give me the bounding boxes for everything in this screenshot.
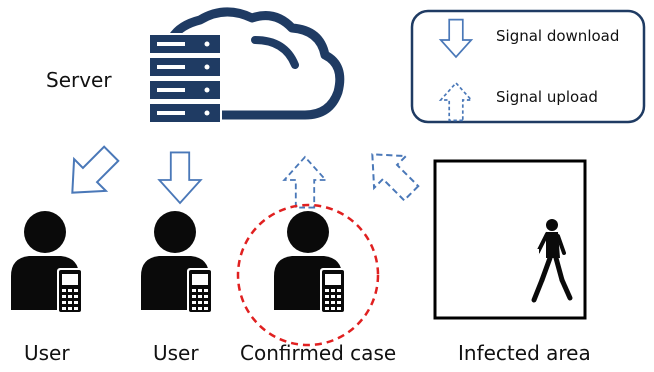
user-with-phone-icon-2 xyxy=(141,211,213,314)
server-label: Server xyxy=(46,68,112,92)
upload-arrow-confirmed-case xyxy=(283,156,327,209)
infected-area-box xyxy=(433,159,587,320)
download-arrow-user-2 xyxy=(158,151,202,204)
legend-upload-label: Signal upload xyxy=(496,88,598,106)
walking-person-icon xyxy=(531,219,573,303)
download-arrow-user-1 xyxy=(55,136,129,210)
user-with-phone-icon-1 xyxy=(11,211,83,314)
legend-box xyxy=(410,9,646,124)
server-rack-icon xyxy=(148,33,222,127)
confirmed-case-highlight xyxy=(236,203,380,347)
node-label-user-1: User xyxy=(24,341,70,365)
confirmed-case-person-icon xyxy=(274,211,346,314)
cloud-server-icon xyxy=(148,7,345,127)
node-label-infected-area: Infected area xyxy=(458,341,591,365)
legend-download-label: Signal download xyxy=(496,27,620,45)
node-label-confirmed-case: Confirmed case xyxy=(240,341,397,365)
upload-arrow-infected-area xyxy=(355,137,429,211)
node-label-user-2: User xyxy=(153,341,199,365)
